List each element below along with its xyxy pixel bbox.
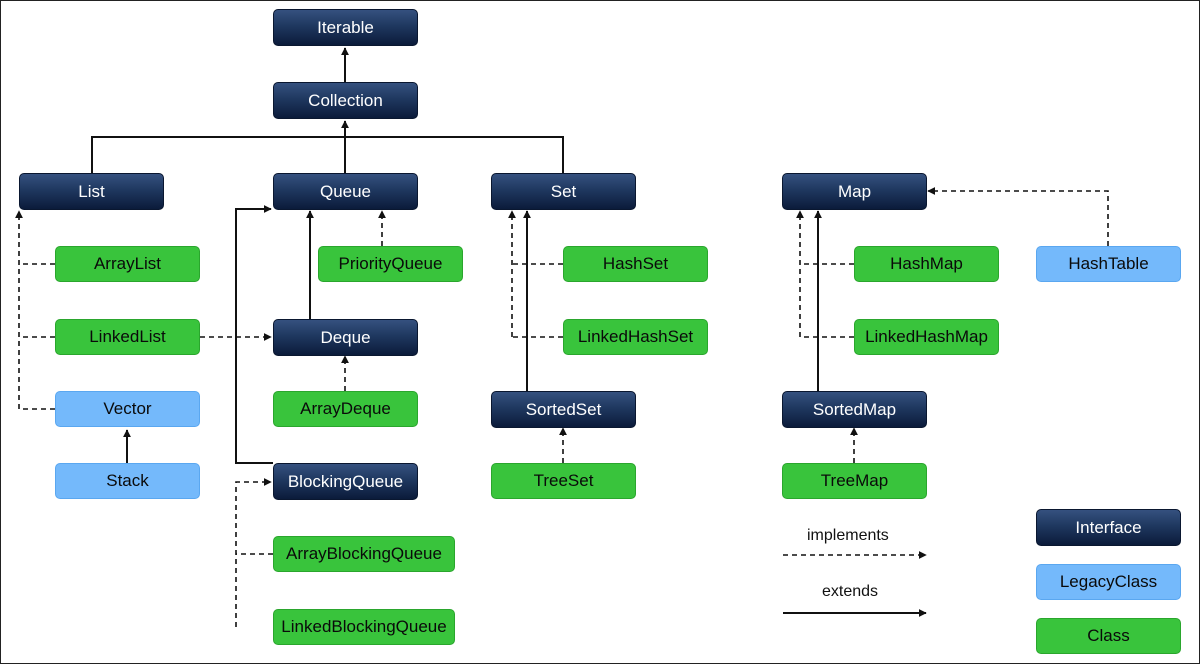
node-linkedhashmap: LinkedHashMap	[854, 319, 999, 355]
node-linkedhashset: LinkedHashSet	[563, 319, 708, 355]
node-hashset: HashSet	[563, 246, 708, 282]
node-linkedblockingqueue: LinkedBlockingQueue	[273, 609, 455, 645]
node-priorityqueue: PriorityQueue	[318, 246, 463, 282]
legend-legacy-class: LegacyClass	[1036, 564, 1181, 600]
node-arraylist: ArrayList	[55, 246, 200, 282]
node-stack: Stack	[55, 463, 200, 499]
node-treeset: TreeSet	[491, 463, 636, 499]
edge-list-collection	[91, 136, 345, 173]
node-map: Map	[782, 173, 927, 210]
node-sortedset: SortedSet	[491, 391, 636, 428]
edge-blocking-impls-trunk	[235, 478, 272, 627]
node-arrayblockingqueue: ArrayBlockingQueue	[273, 536, 455, 572]
node-hashmap: HashMap	[854, 246, 999, 282]
node-collection: Collection	[273, 82, 418, 119]
legend-interface: Interface	[1036, 509, 1181, 546]
edge-hashtable-map	[927, 187, 1109, 246]
node-linkedlist: LinkedList	[55, 319, 200, 355]
legend-implements-label: implements	[807, 527, 889, 544]
node-arraydeque: ArrayDeque	[273, 391, 418, 427]
node-deque: Deque	[273, 319, 418, 356]
node-set: Set	[491, 173, 636, 210]
legend-extends-label: extends	[822, 583, 879, 600]
legend-class: Class	[1036, 618, 1181, 654]
node-iterable: Iterable	[273, 9, 418, 46]
node-blockingqueue: BlockingQueue	[273, 463, 418, 500]
node-vector: Vector	[55, 391, 200, 427]
node-list: List	[19, 173, 164, 210]
edge-blockingqueue-queue	[235, 205, 273, 464]
edge-set-collection	[345, 136, 564, 173]
node-treemap: TreeMap	[782, 463, 927, 499]
node-queue: Queue	[273, 173, 418, 210]
node-hashtable: HashTable	[1036, 246, 1181, 282]
node-sortedmap: SortedMap	[782, 391, 927, 428]
